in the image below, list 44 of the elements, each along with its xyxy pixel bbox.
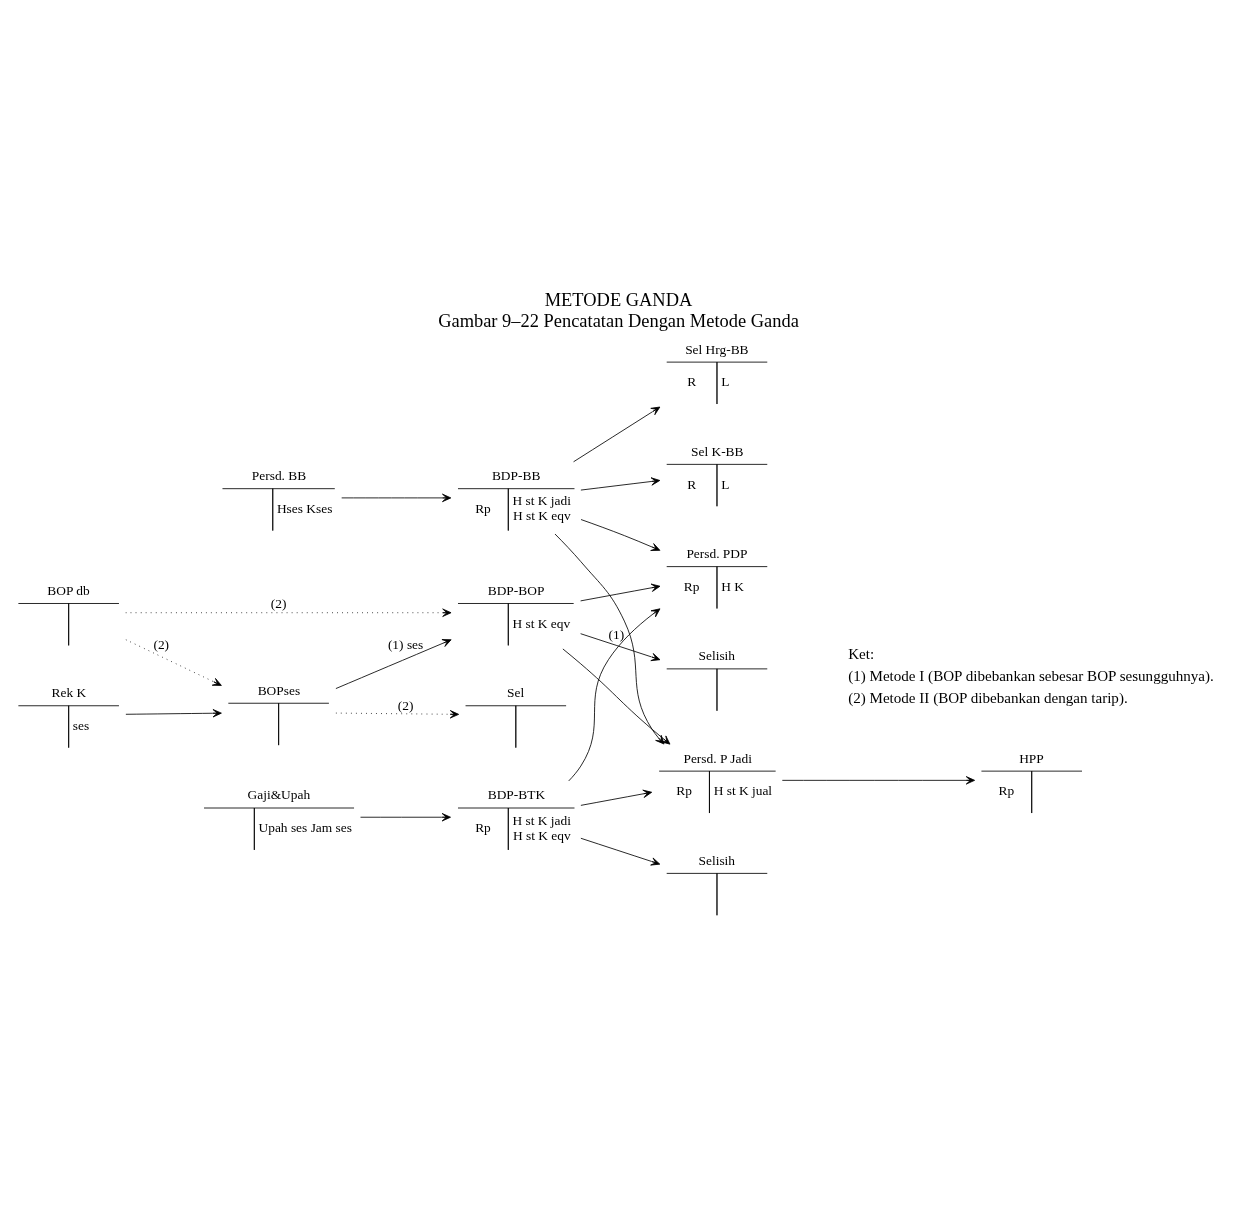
node-text: Sel Hrg-BB R L	[685, 341, 749, 390]
arrow	[580, 789, 653, 806]
node-text: Sel	[507, 685, 525, 701]
arrow	[580, 837, 661, 866]
arrow	[562, 648, 671, 745]
label: (1) Metode I (BOP dibebankan sebesar BOP sesungguhnya).	[848, 667, 1214, 684]
node-text: Sel K-BB R L	[687, 443, 744, 492]
node-text: Gaji&Upah Upah ses Jam ses	[247, 787, 352, 836]
node-text: BDP-BB Rp H st K jadi H st K eqv	[475, 468, 571, 524]
arrow	[341, 493, 452, 503]
node-text: Persd. PDP Rp H K	[683, 546, 748, 594]
arrow	[781, 776, 976, 785]
edge-label: (2)	[397, 697, 414, 713]
node-text: BOPses	[257, 682, 301, 698]
arrow	[125, 608, 452, 617]
arrow	[580, 633, 661, 662]
arrow	[580, 477, 661, 491]
caption: Gambar 9–22 Pencatatan Dengan Metode Ganda	[438, 310, 799, 331]
arrow	[335, 710, 460, 719]
diagram-title: METODE GANDA	[544, 290, 693, 311]
arrow	[125, 709, 222, 718]
label: (2) Metode II (BOP dibebankan dengan tarip).	[848, 689, 1128, 706]
arrow	[554, 533, 665, 745]
node-text: BDP-BOP H st K eqv	[487, 582, 571, 631]
edge-label: (1) ses	[387, 637, 424, 653]
node-text: BOP db	[47, 582, 90, 598]
node-text: Persd. P Jadi Rp H st K jual	[676, 750, 773, 799]
node-text: Persd. BB Hses Kses	[251, 468, 333, 516]
node-text: Selisih	[698, 852, 736, 868]
edge-label: (2)	[270, 596, 287, 612]
edge-label: (1)	[608, 627, 625, 643]
arrow	[360, 813, 451, 822]
arrow	[580, 583, 661, 602]
node-text: HPP Rp	[998, 750, 1044, 799]
label: Ket:	[848, 646, 875, 663]
arrow	[125, 639, 222, 686]
node-text: Selisih	[698, 648, 736, 664]
node-text: Rek K ses	[51, 685, 90, 733]
edge-label: (2)	[153, 637, 170, 653]
arrow	[568, 608, 661, 782]
node-text: BDP-BTK Rp H st K jadi H st K eqv	[475, 787, 571, 843]
arrow	[335, 639, 452, 689]
arrow	[580, 519, 661, 551]
arrow	[573, 406, 661, 463]
